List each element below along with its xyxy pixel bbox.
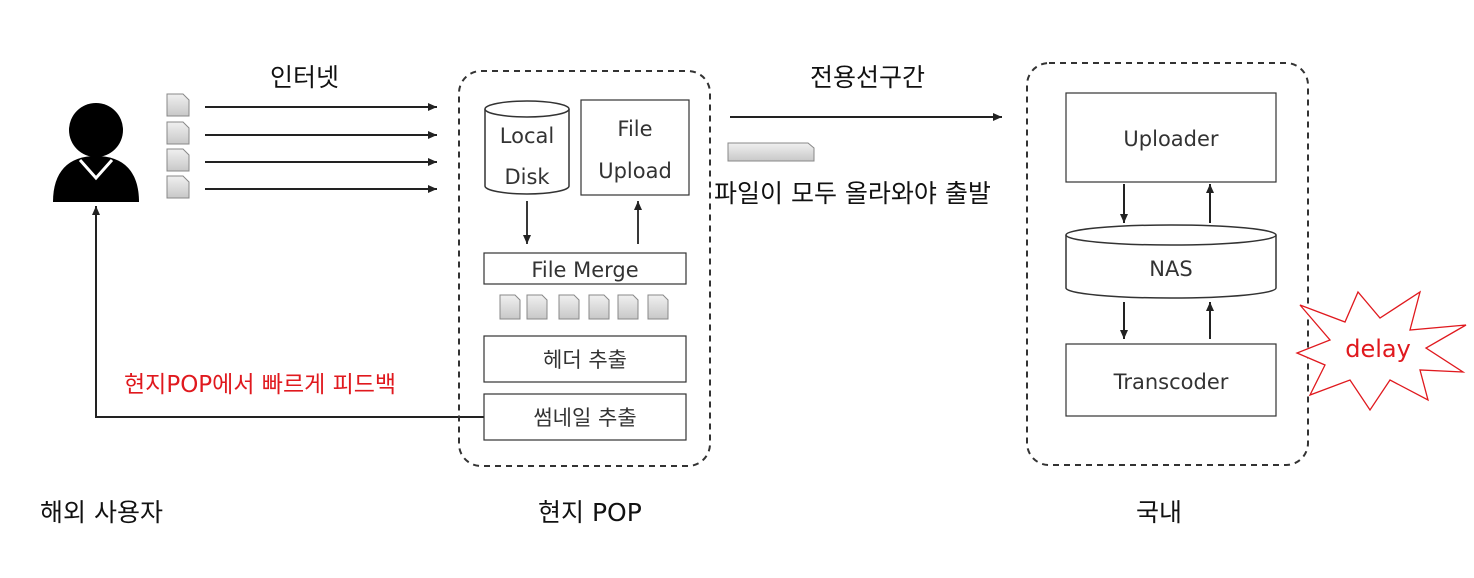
file-chunk-icon bbox=[166, 121, 190, 145]
domestic-container bbox=[1026, 62, 1309, 466]
file-chunk-icon bbox=[617, 294, 639, 320]
file-chunk-icon bbox=[166, 175, 190, 199]
file-upload-label-2: Upload bbox=[598, 159, 672, 183]
file-chunk-icon bbox=[166, 148, 190, 172]
uploader-box bbox=[1065, 92, 1277, 183]
dedicated-line-label: 전용선구간 bbox=[810, 63, 925, 92]
transcoder-box bbox=[1065, 343, 1277, 417]
feedback-label: 현지POP에서 빠르게 피드백 bbox=[124, 372, 396, 398]
upload-chunks bbox=[166, 93, 190, 199]
file-chunk-icon bbox=[166, 93, 190, 117]
internet-label: 인터넷 bbox=[270, 63, 339, 92]
local-disk-cylinder bbox=[484, 100, 570, 195]
local-disk-label-2: Disk bbox=[504, 165, 550, 189]
nas-label: NAS bbox=[1149, 257, 1192, 281]
thumbnail-extract-box bbox=[483, 393, 687, 441]
file-chunk-icon bbox=[558, 294, 580, 320]
header-extract-label: 헤더 추출 bbox=[543, 348, 627, 372]
uploader-label: Uploader bbox=[1123, 127, 1219, 151]
local-disk-label-1: Local bbox=[500, 124, 554, 148]
domestic-label: 국내 bbox=[1136, 498, 1182, 527]
thumbnail-extract-label: 썸네일 추출 bbox=[533, 406, 636, 430]
file-chunk-icon bbox=[647, 294, 669, 320]
file-chunk-icon bbox=[526, 294, 548, 320]
internet-arrows bbox=[205, 103, 437, 193]
depart-condition-label: 파일이 모두 올라와야 출발 bbox=[714, 179, 991, 208]
local-pop-container bbox=[458, 70, 711, 467]
merged-file-icon bbox=[727, 142, 815, 162]
file-merge-box bbox=[483, 252, 687, 285]
header-extract-box bbox=[483, 335, 687, 383]
feedback-arrow bbox=[92, 206, 484, 418]
local-pop-label: 현지 POP bbox=[538, 498, 642, 527]
user-icon bbox=[53, 103, 139, 202]
merge-chunks bbox=[499, 294, 669, 320]
file-chunk-icon bbox=[499, 294, 521, 320]
overseas-user-label: 해외 사용자 bbox=[40, 498, 163, 527]
delay-burst-icon bbox=[1295, 290, 1467, 412]
file-upload-box bbox=[580, 99, 690, 196]
delay-label: delay bbox=[1345, 335, 1411, 363]
file-chunk-icon bbox=[588, 294, 610, 320]
nas-cylinder bbox=[1065, 224, 1277, 299]
file-upload-label-1: File bbox=[617, 117, 652, 141]
file-merge-label: File Merge bbox=[531, 258, 638, 282]
transcoder-label: Transcoder bbox=[1113, 370, 1229, 394]
